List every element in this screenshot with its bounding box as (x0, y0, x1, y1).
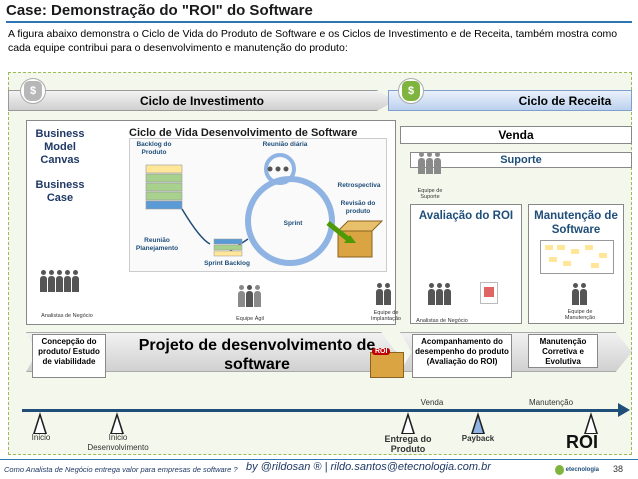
ciclo-receita-label: Ciclo de Receita (518, 93, 612, 108)
business-analysts-label: Analistas de Negócio (41, 313, 93, 319)
etecnologia-logo: etecnologia (555, 462, 599, 478)
project-title: Projeto de desenvolvimento de software (138, 337, 376, 373)
milestone-inicio-desenvolvimento (110, 412, 124, 434)
milestone-venda-label: Venda (420, 398, 444, 407)
roi-box-icon (370, 352, 404, 378)
page-title: Case: Demonstração do "ROI" do Software (6, 2, 313, 19)
product-review-label: Revisão do produto (340, 200, 376, 215)
ciclo-receita-band: Ciclo de Receita (388, 90, 632, 111)
milestone-inicio (33, 412, 47, 434)
milestone-inicio-label: Inicio (31, 433, 51, 442)
agile-team-label: Equipe Ágil (236, 316, 264, 322)
milestone-entrega-label: Entrega do Produto (384, 434, 432, 454)
ciclo-investimento-label: Ciclo de Investimento (139, 93, 265, 108)
roi-tag: ROI (372, 348, 391, 355)
planning-meeting-label: Reunião Planejamento (135, 237, 179, 252)
chart-document-icon (480, 282, 498, 304)
footer-question: Como Analista de Negócio entrega valor p… (4, 465, 238, 474)
roi-followup-box: Acompanhamento do desempenho do produto … (412, 334, 512, 378)
business-analysts-label: Analistas de Negócio (416, 318, 468, 324)
suporte-band: Suporte (410, 152, 632, 168)
milestone-payback-label: Payback (461, 434, 495, 443)
milestone-inicio-desenvolvimento-label: Inicio Desenvolvimento (87, 433, 149, 452)
milestone-entrega (401, 412, 415, 434)
support-team-label: Equipe de Suporte (417, 188, 443, 200)
money-bag-icon: $ (398, 78, 424, 104)
deployment-team-icon (376, 283, 391, 305)
business-analysts-icon (428, 283, 451, 305)
business-analysts-icon (40, 270, 79, 292)
agile-team-icon (238, 285, 261, 307)
ciclo-investimento-band: Ciclo de Investimento (8, 90, 396, 111)
sprint-label: Sprint (283, 220, 303, 227)
milestone-payback (471, 412, 485, 434)
scrum-cycle-graphic (145, 153, 384, 266)
timeline-arrowhead (618, 403, 630, 417)
milestone-manutencao-label: Manutenção (528, 398, 574, 407)
maintenance-team-label: Equipe de Manutenção (564, 309, 596, 321)
lifecycle-title: Ciclo de Vida Desenvolvimento de Softwar… (129, 127, 358, 139)
logo-mark-icon (555, 465, 564, 475)
milestone-manutencao (584, 412, 598, 434)
footer-author: by @rildosan ® | rildo.santos@etecnologi… (246, 461, 491, 473)
footer-divider (0, 459, 638, 460)
deployment-team-label: Equipe de Implantação (371, 310, 401, 322)
page-number: 38 (613, 464, 624, 474)
title-divider (6, 21, 632, 23)
money-bag-symbol: $ (402, 81, 420, 101)
business-case-label: Business Case (35, 179, 85, 204)
backlog-label: Backlog do Produto (136, 141, 172, 156)
retrospective-label: Retrospectiva (337, 182, 381, 189)
daily-meeting-label: Reunião diária (262, 141, 308, 148)
venda-band: Venda (400, 126, 632, 144)
conception-box: Concepção do produto/ Estudo de viabilid… (32, 334, 106, 378)
logo-text: etecnologia (565, 467, 599, 473)
sprint-backlog-label: Sprint Backlog (204, 260, 250, 267)
business-model-canvas-label: Business Model Canvas (35, 128, 85, 166)
scrum-diagram (129, 138, 387, 272)
maintenance-team-icon (572, 283, 587, 305)
money-bag-symbol: $ (24, 81, 42, 101)
money-bag-icon: $ (20, 78, 46, 104)
support-team-icon (418, 152, 441, 174)
maintenance-title: Manutenção de Software (534, 210, 618, 236)
timeline-axis (22, 409, 620, 412)
roi-evaluation-title: Avaliação do ROI (418, 210, 514, 222)
task-board-icon (540, 240, 614, 274)
corrective-maintenance-box: Manutenção Corretiva e Evolutiva (528, 334, 598, 368)
roi-label: ROI (566, 432, 599, 452)
page-description: A figura abaixo demonstra o Ciclo de Vid… (8, 28, 618, 54)
